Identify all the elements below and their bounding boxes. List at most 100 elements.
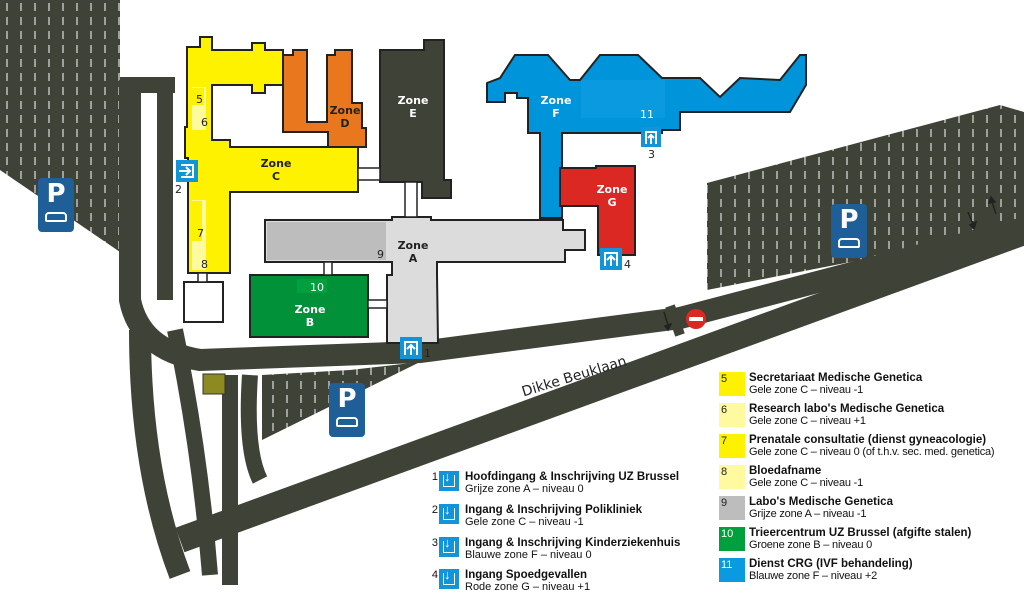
parking-sign-east: P [831, 204, 867, 258]
parking-sign-northwest: P [38, 178, 74, 232]
legend-sub: Groene zone B – niveau 0 [749, 539, 873, 551]
legend-title: Hoofdingang & Inschrijving UZ Brussel [465, 471, 680, 483]
entrance-icon [439, 569, 459, 589]
vub-campus-sign: VUB campus ⇨ [140, 169, 151, 245]
entrance-icon [439, 471, 459, 491]
parking-label: P [46, 179, 66, 209]
marker-6: 6 [201, 116, 208, 129]
legend-swatch: 7 [719, 434, 745, 458]
area-5 [192, 88, 204, 105]
parking-label: P [839, 205, 859, 235]
car-icon [336, 417, 358, 427]
legend-sub: Gele zone C – niveau -1 [749, 384, 864, 396]
parking-label: P [337, 384, 357, 414]
legend-title: Ingang & Inschrijving Polikliniek [465, 504, 643, 516]
legend-entrance-1: 1 Hoofdingang & Inschrijving UZ BrusselGr… [428, 471, 679, 495]
zone-f-building [486, 54, 807, 219]
zone-d-building [282, 49, 367, 148]
legend-entrance-3: 3 Ingang & Inschrijving KinderziekenhuisB… [428, 537, 680, 561]
legend-num: 1 [431, 471, 438, 483]
legend-sub: Gele zone C – niveau 0 (of t.h.v. sec. m… [749, 446, 995, 458]
marker-1: 1 [424, 347, 431, 360]
zone-c-building [184, 36, 359, 274]
parking-lot-east [707, 105, 1024, 290]
one-way-arrow-icons [663, 195, 997, 332]
no-entry-sign-icon [686, 309, 706, 329]
legend-num: 3 [431, 537, 438, 549]
marker-3: 3 [648, 148, 655, 161]
marker-7: 7 [197, 227, 204, 240]
legend-title: Bloedafname [749, 465, 822, 477]
legend-num: 2 [431, 504, 438, 516]
marker-2: 2 [175, 183, 182, 196]
marker-9: 9 [377, 248, 384, 261]
entrance-icon-2 [176, 160, 198, 182]
legend-swatch: 9 [719, 496, 745, 520]
entrance-icon-1 [400, 337, 422, 359]
marker-10: 10 [310, 281, 324, 294]
legend-sub: Grijze zone A – niveau 0 [465, 483, 584, 495]
legend-swatch: 8 [719, 465, 745, 489]
parking-lot-northwest [0, 0, 120, 252]
legend-sub: Gele zone C – niveau -1 [749, 477, 864, 489]
legend-title: Secretariaat Medische Genetica [749, 372, 923, 384]
car-icon [45, 212, 67, 222]
marker-4: 4 [624, 258, 631, 271]
zone-g-building [559, 165, 636, 256]
legend-title: Dienst CRG (IVF behandeling) [749, 558, 913, 570]
entrance-icon [439, 537, 459, 557]
legend-title: Ingang & Inschrijving Kinderziekenhuis [465, 537, 681, 549]
legend-sub: Blauwe zone F – niveau +2 [749, 570, 878, 582]
legend-swatch: 5 [719, 372, 745, 396]
area-11 [581, 80, 665, 118]
legend-swatch: 11 [719, 558, 745, 582]
annex-building [183, 281, 224, 323]
legend-location-10: 10 Trieercentrum UZ Brussel (afgifte stal… [719, 527, 1024, 551]
car-icon [838, 238, 860, 248]
legend-title: Ingang Spoedgevallen [465, 569, 588, 581]
roads [119, 77, 1024, 585]
parking-sign-south: P [329, 383, 365, 437]
entrance-icon-3 [641, 127, 661, 147]
area-10 [297, 279, 327, 293]
area-9 [267, 222, 386, 260]
small-building [202, 373, 226, 395]
marker-8: 8 [201, 258, 208, 271]
legend-title: Trieercentrum UZ Brussel (afgifte stalen… [749, 527, 972, 539]
legend-location-7: 7 Prenatale consultatie (dienst gyneacolo… [719, 434, 1024, 458]
entrance-icon [439, 504, 459, 524]
corridors [197, 167, 418, 309]
legend-title: Research labo's Medische Genetica [749, 403, 945, 415]
legend-sub: Rode zone G – niveau +1 [465, 581, 591, 593]
legend-sub: Gele zone C – niveau -1 [465, 516, 584, 528]
entrance-icons [176, 127, 661, 359]
legend-sub: Gele zone C – niveau +1 [749, 415, 866, 427]
legend-sub: Blauwe zone F – niveau 0 [465, 549, 592, 561]
legend-num: 4 [431, 569, 438, 581]
legend-location-11: 11 Dienst CRG (IVF behandeling)Blauwe zon… [719, 558, 1024, 582]
area-7 [192, 201, 202, 241]
legend-swatch: 6 [719, 403, 745, 427]
legend-title: Prenatale consultatie (dienst gyneacolog… [749, 434, 987, 446]
vub-campus-label: VUB campus [140, 181, 151, 245]
legend-sub: Grijze zone A – niveau -1 [749, 508, 867, 520]
legend-title: Labo's Medische Genetica [749, 496, 893, 508]
marker-5: 5 [196, 93, 203, 106]
legend-swatch: 10 [719, 527, 745, 551]
marker-11: 11 [640, 108, 654, 121]
entrance-icon-4 [600, 248, 622, 270]
